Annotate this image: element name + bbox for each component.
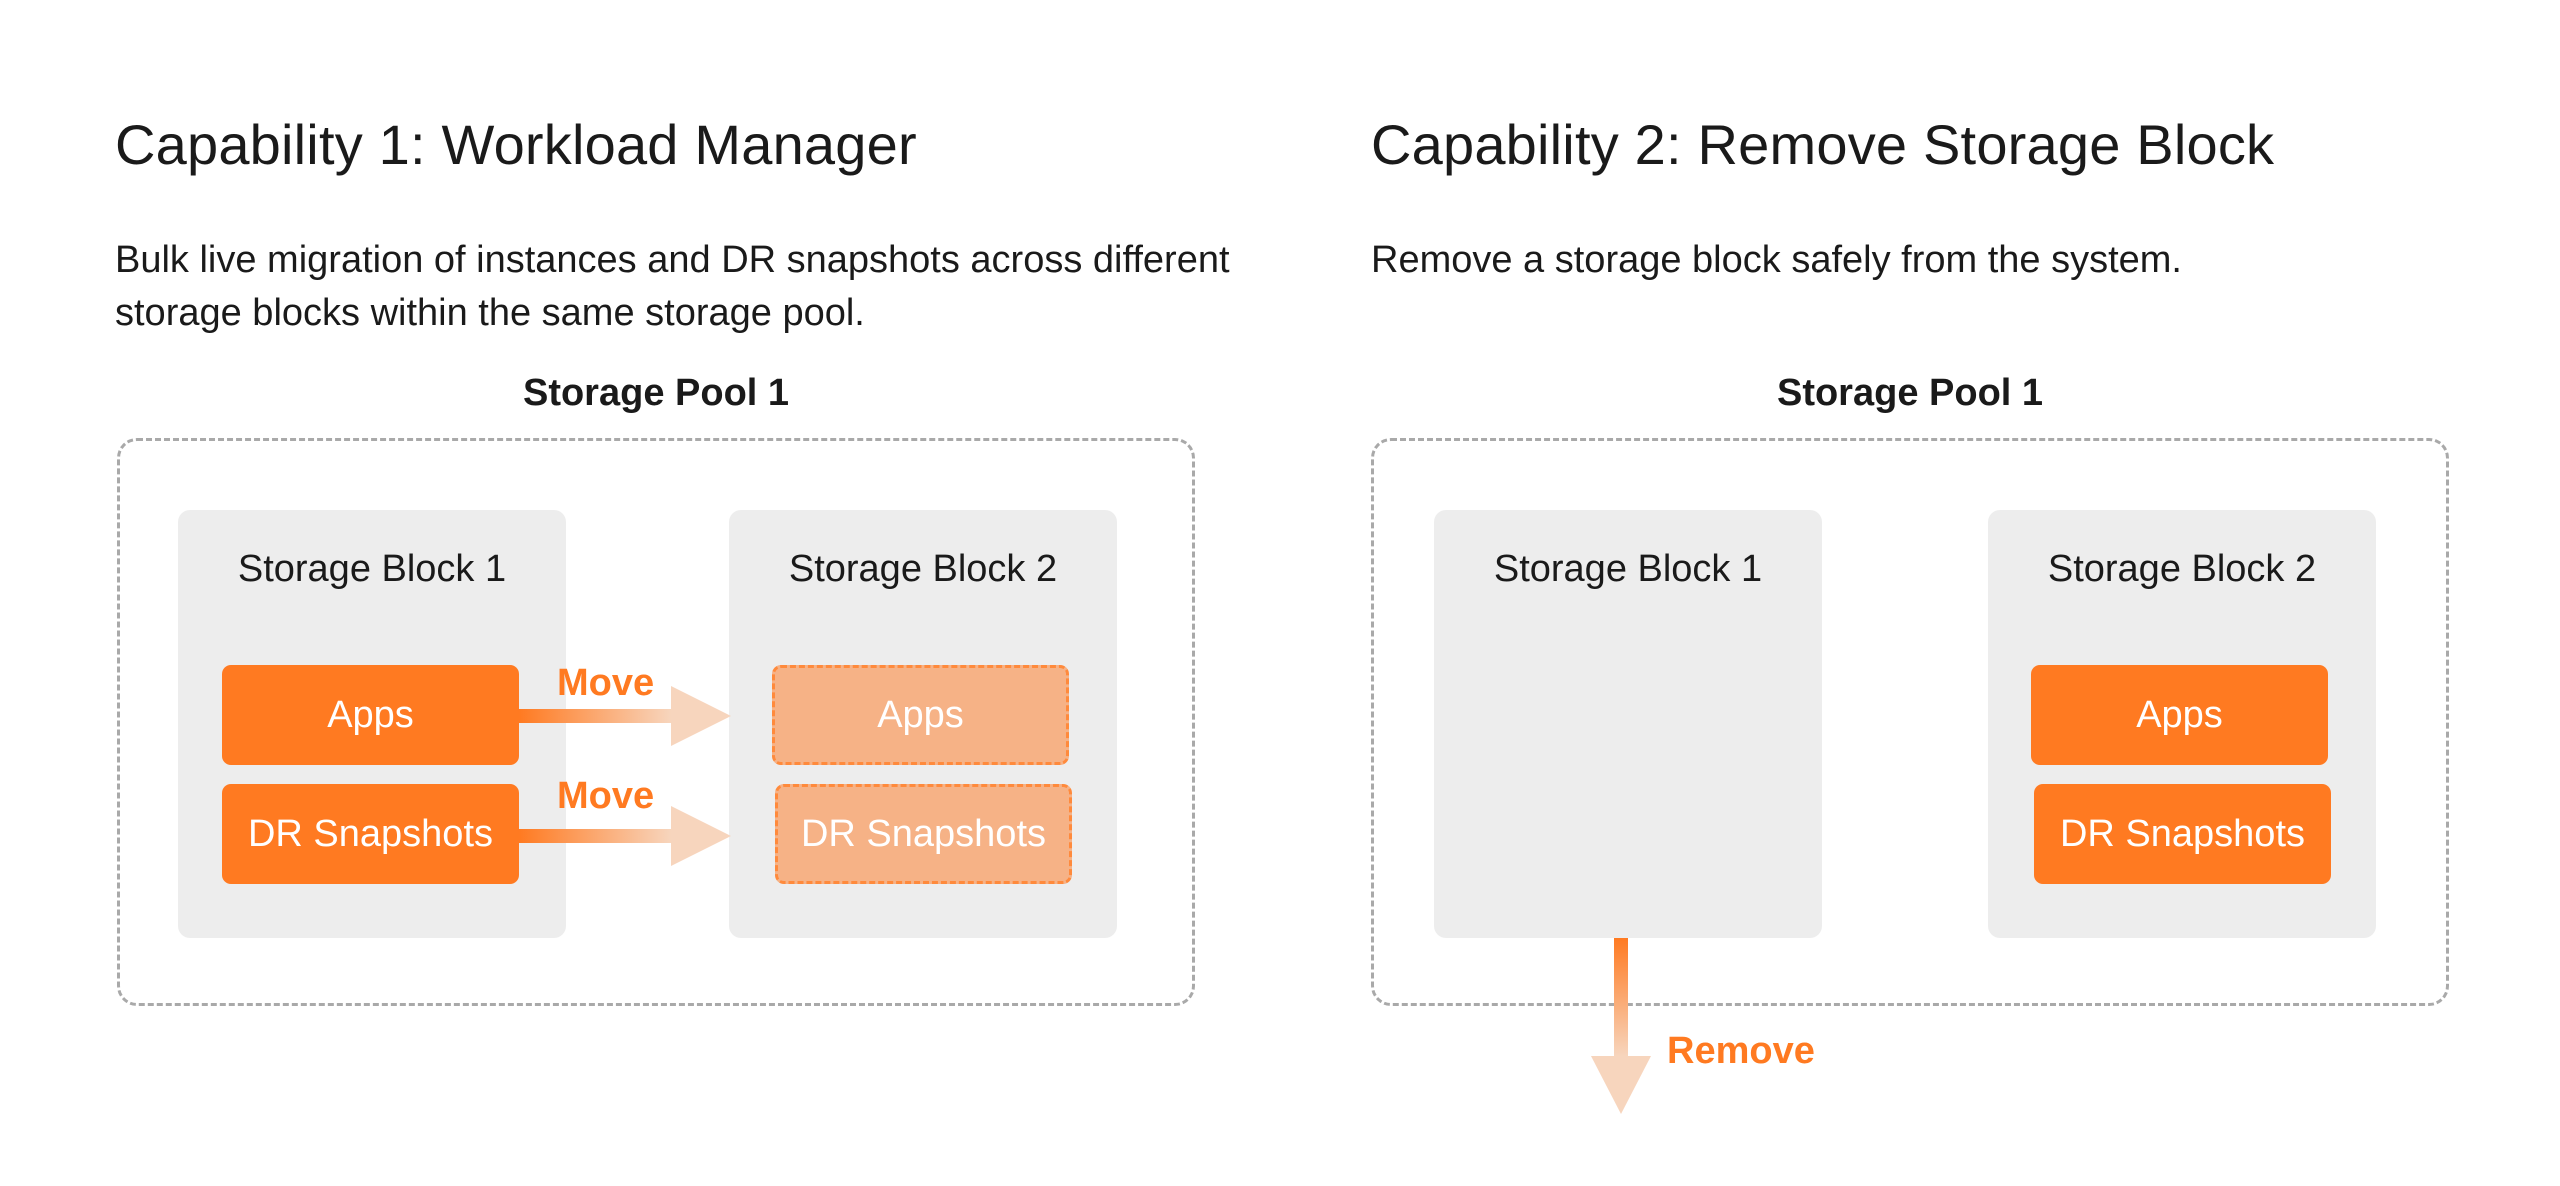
storage-block-label: Storage Block 2 <box>788 548 1058 590</box>
storage-block-label: Storage Block 2 <box>2047 548 2317 590</box>
storage-block-label: Storage Block 1 <box>237 548 507 590</box>
capability-2-heading: Capability 2: Remove Storage Block <box>1371 113 2275 176</box>
capability-1-pool-title: Storage Pool 1 <box>522 372 790 414</box>
move-arrow-apps-icon <box>519 686 731 746</box>
capability-1-storage-pool <box>117 438 1195 1006</box>
capability-2-dr-snapshots: DR Snapshots <box>2034 784 2331 884</box>
capability-1-dr-snapshots-source: DR Snapshots <box>222 784 519 884</box>
capability-1-dr-snapshots-target: DR Snapshots <box>775 784 1072 884</box>
move-arrow-dr-icon <box>519 806 731 866</box>
capability-1-apps-target: Apps <box>772 665 1069 765</box>
capability-1-heading: Capability 1: Workload Manager <box>115 113 917 176</box>
move-label-apps: Move <box>557 662 655 704</box>
capability-2-storage-pool <box>1371 438 2449 1006</box>
remove-label: Remove <box>1667 1030 1815 1072</box>
capability-1-description: Bulk live migration of instances and DR … <box>115 239 1230 334</box>
capability-2-apps: Apps <box>2031 665 2328 765</box>
capability-2-storage-block-1: Storage Block 1 <box>1434 510 1822 938</box>
remove-arrow-icon <box>1591 938 1651 1114</box>
storage-block-label: Storage Block 1 <box>1493 548 1763 590</box>
capability-1-apps-source: Apps <box>222 665 519 765</box>
capability-2-description: Remove a storage block safely from the s… <box>1371 239 2182 281</box>
capability-2-pool-title: Storage Pool 1 <box>1776 372 2044 414</box>
move-label-dr: Move <box>557 775 655 817</box>
